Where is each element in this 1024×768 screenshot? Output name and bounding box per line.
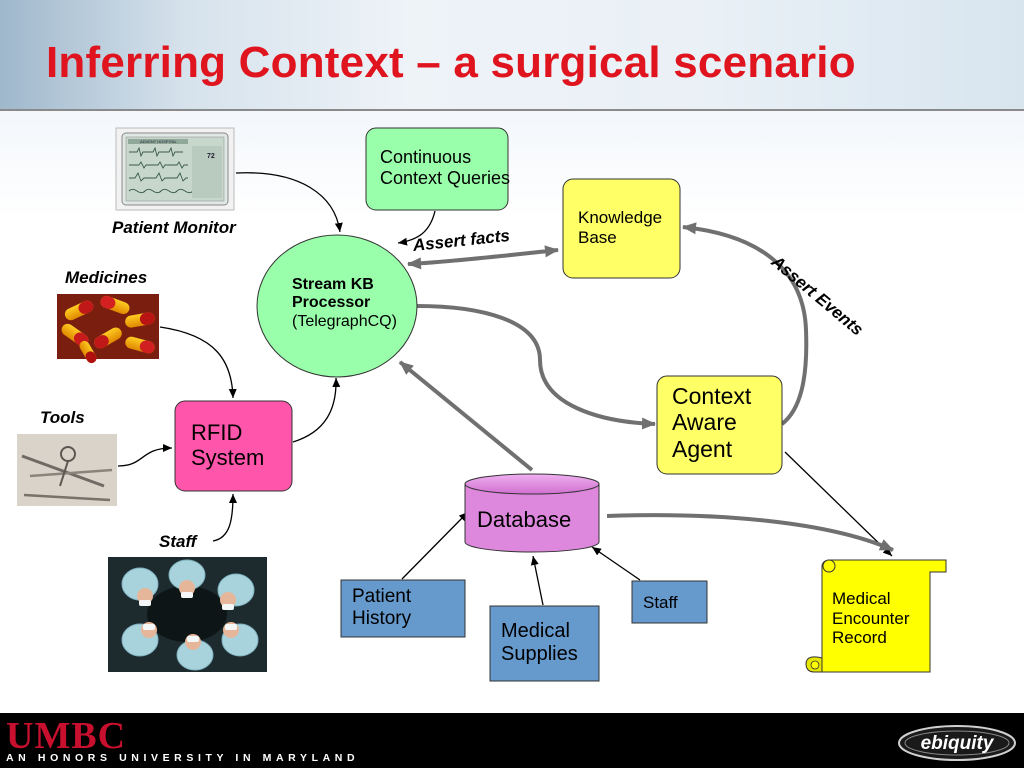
continuous-queries-line2: Context Queries bbox=[380, 167, 511, 188]
medical-supplies-text: Medical Supplies bbox=[501, 620, 578, 666]
staff-box bbox=[631, 580, 708, 624]
arrow-monitor-to-processor bbox=[235, 172, 343, 233]
context-diagram: ADVENT HOSPITAL 72 bbox=[17, 127, 947, 682]
monitor-screen-label: ADVENT HOSPITAL bbox=[140, 139, 178, 144]
arrow-rfid-to-processor bbox=[292, 377, 341, 443]
arrow-assert-events bbox=[682, 222, 809, 426]
continuous-queries-text: Continuous Context Queries bbox=[380, 147, 510, 188]
medical-record-line2: Encounter bbox=[832, 608, 910, 628]
stream-kb-processor-circle bbox=[256, 234, 418, 378]
database-text: Database bbox=[477, 507, 572, 532]
knowledge-base-text: Knowledge Base bbox=[578, 208, 662, 247]
patient-monitor-image: ADVENT HOSPITAL 72 bbox=[115, 127, 235, 211]
continuous-queries-box bbox=[365, 127, 509, 211]
patient-history-text: Patient History bbox=[352, 586, 411, 630]
patient-history-line2: History bbox=[352, 607, 412, 629]
arrow-supplies-to-database bbox=[530, 555, 544, 606]
arrow-assert-facts bbox=[407, 245, 559, 270]
staff-image bbox=[108, 557, 267, 672]
stream-kb-line3: (TelegraphCQ) bbox=[292, 312, 397, 330]
slide-title: Inferring Context – a surgical scenario bbox=[46, 38, 856, 87]
arrow-medicines-to-rfid bbox=[159, 326, 237, 399]
context-agent-text: Context Aware Agent bbox=[672, 383, 751, 462]
database-cylinder bbox=[464, 473, 600, 553]
tools-label: Tools bbox=[40, 408, 85, 427]
rfid-line2: System bbox=[191, 445, 265, 471]
medical-record-scroll bbox=[805, 559, 947, 673]
medical-record-text: Medical Encounter Record bbox=[832, 589, 910, 648]
ebiquity-logo: ebiquity bbox=[898, 725, 1016, 761]
tools-image bbox=[17, 434, 117, 506]
rfid-system-box bbox=[174, 400, 293, 492]
knowledge-base-line2: Base bbox=[578, 227, 617, 247]
context-agent-line3: Agent bbox=[672, 435, 733, 462]
footer-band bbox=[0, 713, 1024, 768]
arrow-staff-to-rfid bbox=[212, 493, 237, 542]
context-agent-line2: Aware bbox=[672, 409, 737, 436]
patient-history-line1: Patient bbox=[352, 586, 412, 607]
staff-box-text: Staff bbox=[643, 593, 678, 612]
arrow-agent-to-record bbox=[784, 451, 893, 557]
header-background bbox=[0, 0, 1024, 110]
medical-record-line3: Record bbox=[832, 628, 887, 648]
arrow-database-to-record bbox=[606, 513, 894, 552]
arrow-history-to-database bbox=[401, 511, 469, 580]
patient-monitor-label: Patient Monitor bbox=[112, 218, 236, 237]
umbc-tagline: AN HONORS UNIVERSITY IN MARYLAND bbox=[6, 752, 360, 764]
stream-kb-line2: Processor bbox=[292, 294, 371, 312]
medicines-image bbox=[57, 294, 159, 364]
monitor-readout: 72 bbox=[207, 153, 215, 160]
medical-supplies-line2: Supplies bbox=[501, 643, 578, 665]
medical-record-line1: Medical bbox=[832, 589, 891, 608]
ebiquity-logo-text: ebiquity bbox=[921, 733, 995, 754]
context-agent-line1: Context bbox=[672, 383, 752, 409]
rfid-line1: RFID bbox=[191, 420, 243, 445]
patient-history-box bbox=[340, 579, 466, 638]
medical-supplies-line1: Medical bbox=[501, 620, 570, 642]
arrow-processor-to-agent bbox=[416, 304, 656, 430]
knowledge-base-line1: Knowledge bbox=[578, 208, 663, 227]
arrow-database-to-processor bbox=[398, 360, 534, 472]
continuous-queries-line1: Continuous bbox=[380, 147, 472, 167]
arrow-tools-to-rfid bbox=[117, 444, 173, 467]
arrow-staffbox-to-database bbox=[591, 546, 641, 581]
medicines-label: Medicines bbox=[65, 268, 148, 287]
arrow-queries-to-processor bbox=[397, 210, 436, 246]
stream-kb-line1: Stream KB bbox=[292, 276, 374, 293]
title-divider bbox=[0, 109, 1024, 111]
umbc-logo: UMBC bbox=[6, 715, 127, 757]
stream-kb-text: Stream KB Processor (TelegraphCQ) bbox=[292, 276, 397, 331]
rfid-text: RFID System bbox=[191, 420, 264, 471]
staff-image-label: Staff bbox=[159, 532, 197, 551]
knowledge-base-box bbox=[562, 178, 681, 279]
medical-supplies-box bbox=[489, 605, 600, 682]
context-agent-box bbox=[656, 375, 783, 475]
